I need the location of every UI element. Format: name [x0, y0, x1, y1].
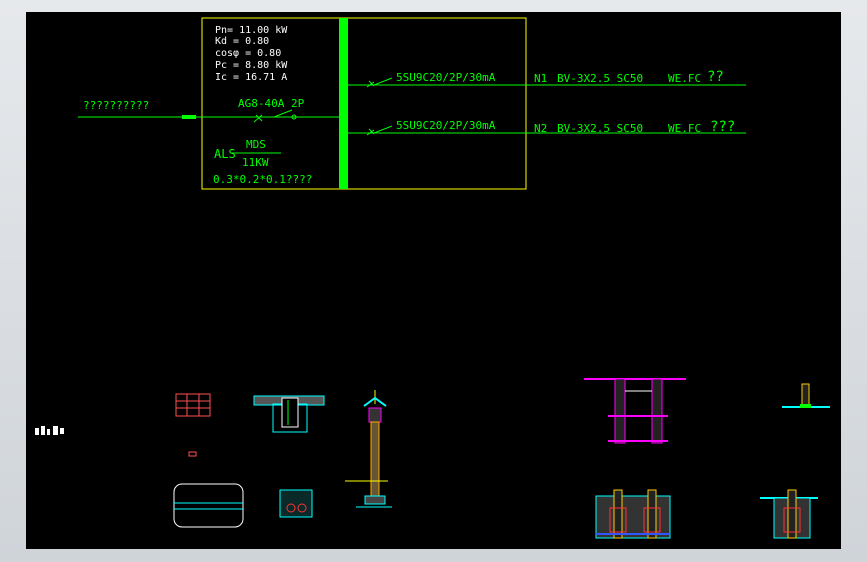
detail-pit-foundation[interactable] [253, 395, 325, 433]
param-pc: Pc = 8.80 kW [215, 60, 288, 71]
cad-drawing: Pn= 11.00 kW Kd = 0.80 cosφ = 0.80 Pc = … [35, 17, 830, 539]
detail-bolt-small[interactable] [782, 383, 830, 408]
incoming-label: ?????????? [83, 99, 149, 112]
detail-red-small[interactable] [188, 451, 197, 457]
detail-cable-box[interactable] [279, 489, 313, 518]
mds-label: MDS [246, 138, 266, 151]
main-breaker-symbol [253, 109, 297, 123]
detail-anchor-single[interactable] [760, 489, 818, 539]
param-cosphi: cosφ = 0.80 [215, 48, 281, 59]
circuit-n2-route: WE.FC [668, 122, 701, 135]
detail-rounded-box[interactable] [173, 483, 244, 528]
main-breaker-label: AG8-40A 2P [238, 97, 305, 110]
panel-parameters: Pn= 11.00 kW Kd = 0.80 cosφ = 0.80 Pc = … [215, 25, 288, 83]
circuit-n2-note: ??? [710, 119, 735, 135]
detail-magenta-frame[interactable] [584, 378, 686, 444]
circuit-n1-cable: BV-3X2.5 SC50 [557, 72, 643, 85]
circuit-n1-note: ?? [707, 69, 724, 85]
detail-anchor-piles[interactable] [595, 489, 671, 539]
param-ic: Ic = 16.71 A [215, 72, 287, 83]
param-kd: Kd = 0.80 [215, 36, 269, 47]
als-label: ALS [214, 147, 236, 161]
detail-pole[interactable] [345, 390, 392, 508]
busbar [339, 18, 348, 189]
power-label: 11KW [242, 156, 269, 169]
circuit-n2-cable: BV-3X2.5 SC50 [557, 122, 643, 135]
circuit-n1-route: WE.FC [668, 72, 701, 85]
circuit-n2-id: N2 [534, 122, 547, 135]
detail-left-glyphs[interactable] [35, 426, 64, 435]
circuit-n1[interactable]: 5SU9C20/2P/30mA N1 BV-3X2.5 SC50 WE.FC ?… [348, 69, 746, 88]
incoming-marker [182, 115, 196, 119]
panel-dimensions: 0.3*0.2*0.1???? [213, 173, 312, 186]
detail-red-grid[interactable] [175, 393, 211, 417]
circuit-n2[interactable]: 5SU9C20/2P/30mA N2 BV-3X2.5 SC50 WE.FC ?… [348, 119, 746, 136]
circuit-n1-id: N1 [534, 72, 547, 85]
drawing-canvas[interactable]: Pn= 11.00 kW Kd = 0.80 cosφ = 0.80 Pc = … [26, 12, 841, 549]
param-pn: Pn= 11.00 kW [215, 25, 288, 36]
panel-box[interactable] [201, 17, 527, 190]
circuit-n1-breaker: 5SU9C20/2P/30mA [396, 71, 496, 84]
circuit-n2-breaker: 5SU9C20/2P/30mA [396, 119, 496, 132]
